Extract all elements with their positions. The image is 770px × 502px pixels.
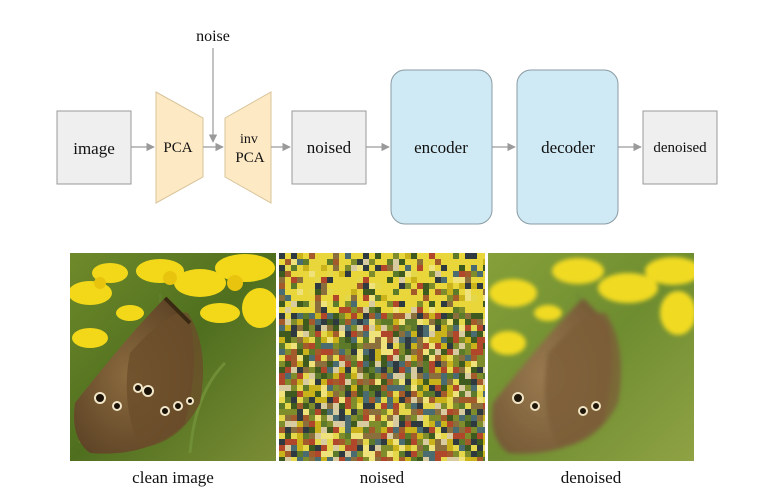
noised-photo [279,253,485,461]
inv-pca-label-line2: PCA [235,150,264,166]
denoised-photo [488,253,694,461]
denoised-box [642,110,718,185]
image-box-label: image [73,139,115,158]
inv-pca-label-line1: inv [240,132,258,147]
noised-caption: noised [359,468,405,487]
noise-label: noise [196,28,230,45]
encoder-label: encoder [414,138,468,157]
noised-box [291,110,367,185]
pipeline-diagram: noise image PCA inv PCA noised encoder d… [56,28,718,225]
denoised-box-label: denoised [653,140,707,156]
clean-image-photo [70,253,276,461]
inv-pca-block [224,91,272,204]
decoder-label: decoder [541,138,595,157]
noised-box-label: noised [307,138,352,157]
clean-image-caption: clean image [132,468,214,487]
denoised-caption: denoised [560,468,622,487]
pca-label: PCA [163,140,192,156]
pca-block [155,91,204,204]
